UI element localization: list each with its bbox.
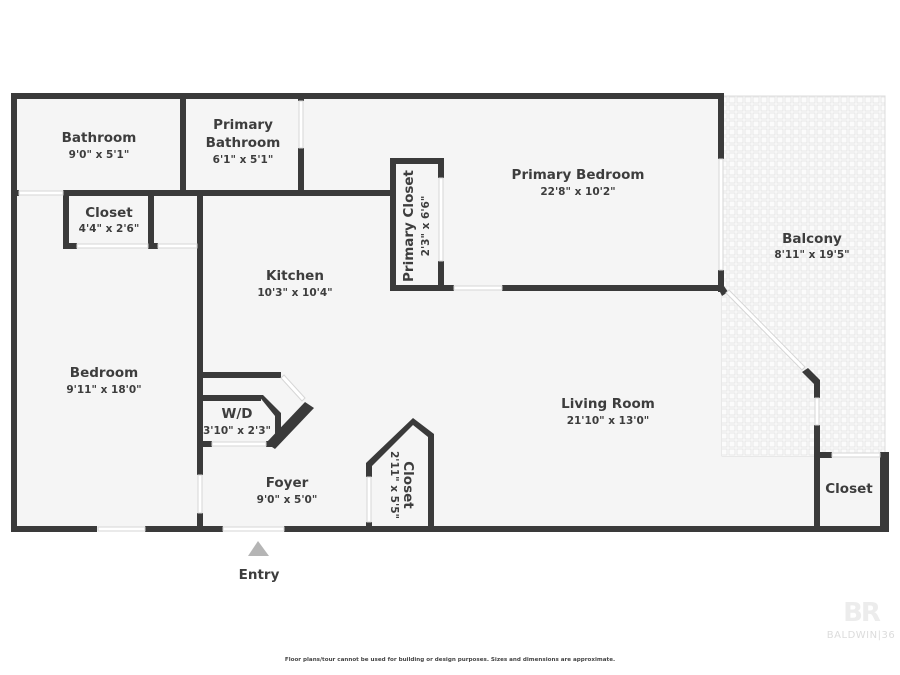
room-label: Living Room xyxy=(561,396,655,412)
room-label: Bedroom xyxy=(70,365,138,381)
room-label: Balcony xyxy=(782,231,842,247)
walls xyxy=(11,93,889,532)
disclaimer-text: Floor plans/tour cannot be used for buil… xyxy=(284,657,616,663)
room-label: Bathroom xyxy=(206,135,281,151)
room-balcony-closet: Closet xyxy=(825,481,873,497)
room-dimensions: 4'4" x 2'6" xyxy=(79,223,140,235)
openings xyxy=(18,100,881,532)
room-dimensions: 9'11" x 18'0" xyxy=(66,384,141,396)
room-dimensions: 2'11" x 5'5" xyxy=(388,451,400,519)
bedroom-window xyxy=(97,526,146,532)
room-label: Bathroom xyxy=(62,130,137,146)
room-foyer: Foyer 9'0" x 5'0" xyxy=(257,475,318,506)
room-kitchen: Kitchen 10'3" x 10'4" xyxy=(257,268,332,299)
room-primary-bathroom: Primary Bathroom 6'1" x 5'1" xyxy=(206,117,281,166)
room-dimensions: 21'10" x 13'0" xyxy=(567,415,650,427)
entry-marker: Entry xyxy=(239,541,280,583)
room-wd: W/D 3'10" x 2'3" xyxy=(203,406,271,437)
room-label: Primary Bedroom xyxy=(512,167,645,183)
room-label: Closet xyxy=(85,205,133,221)
room-label: Closet xyxy=(825,481,873,497)
room-closet-small: Closet 4'4" x 2'6" xyxy=(79,205,140,235)
room-dimensions: 6'1" x 5'1" xyxy=(213,154,274,166)
brokerage-logo: BR BALDWIN|36 xyxy=(822,600,900,641)
room-living-room: Living Room 21'10" x 13'0" xyxy=(561,396,655,427)
room-foyer-closet: Closet 2'11" x 5'5" xyxy=(388,451,416,519)
room-label: Kitchen xyxy=(266,268,324,284)
floor-fills xyxy=(14,95,886,528)
room-dimensions: 10'3" x 10'4" xyxy=(257,287,332,299)
room-dimensions: 3'10" x 2'3" xyxy=(203,425,271,437)
room-dimensions: 9'0" x 5'0" xyxy=(257,494,318,506)
entry-arrow-icon xyxy=(248,541,269,556)
room-dimensions: 8'11" x 19'5" xyxy=(774,249,849,261)
room-primary-bedroom: Primary Bedroom 22'8" x 10'2" xyxy=(512,167,645,198)
room-label: Closet xyxy=(400,461,416,509)
room-label: W/D xyxy=(221,406,252,422)
logo-text: BALDWIN|36 xyxy=(826,630,896,641)
room-dimensions: 2'3" x 6'6" xyxy=(420,196,432,257)
room-bedroom: Bedroom 9'11" x 18'0" xyxy=(66,365,141,396)
room-dimensions: 9'0" x 5'1" xyxy=(69,149,130,161)
room-dimensions: 22'8" x 10'2" xyxy=(540,186,615,198)
room-label: Primary xyxy=(213,117,273,133)
entry-door xyxy=(222,526,285,532)
room-bathroom: Bathroom 9'0" x 5'1" xyxy=(62,130,137,161)
room-label: Primary Closet xyxy=(401,169,417,282)
entry-label: Entry xyxy=(239,567,280,583)
room-balcony: Balcony 8'11" x 19'5" xyxy=(774,231,849,261)
logo-mark: BR xyxy=(843,598,881,628)
room-primary-closet: Primary Closet 2'3" x 6'6" xyxy=(401,169,432,282)
room-label: Foyer xyxy=(266,475,309,491)
